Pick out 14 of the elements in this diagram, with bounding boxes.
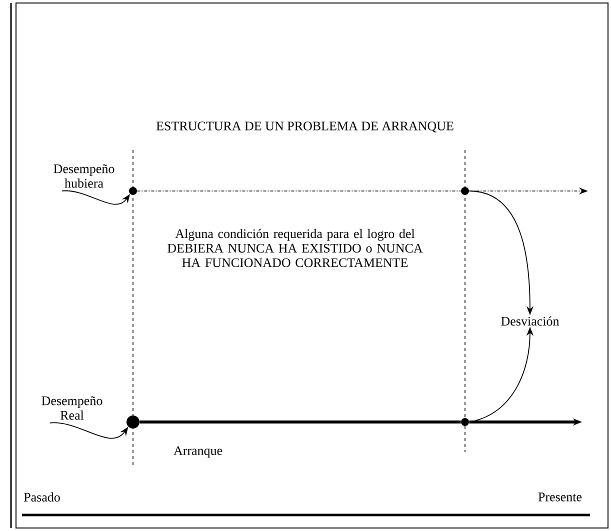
- dot: [126, 416, 140, 428]
- dot: [461, 187, 469, 195]
- text-label: Arranque: [174, 446, 222, 458]
- text-label: Desempeño hubiera: [54, 164, 114, 188]
- line: [136, 190, 462, 192]
- line: [140, 420, 461, 424]
- text-label: Presente: [538, 492, 582, 502]
- title: ESTRUCTURA DE UN PROBLEMA DE ARRANQUE: [156, 122, 454, 132]
- description-text: Alguna condición requerida para el logro del DEBIERA NUNCA HA EXISTIDO o NUNCA HA FUNCIONADO CORRECTAMENTE: [168, 228, 423, 268]
- dot: [129, 187, 137, 195]
- text-label: Pasado: [24, 492, 60, 502]
- dot: [461, 418, 469, 426]
- text-label: Desempeño Real: [42, 396, 102, 420]
- text-label: Desviación: [501, 316, 560, 326]
